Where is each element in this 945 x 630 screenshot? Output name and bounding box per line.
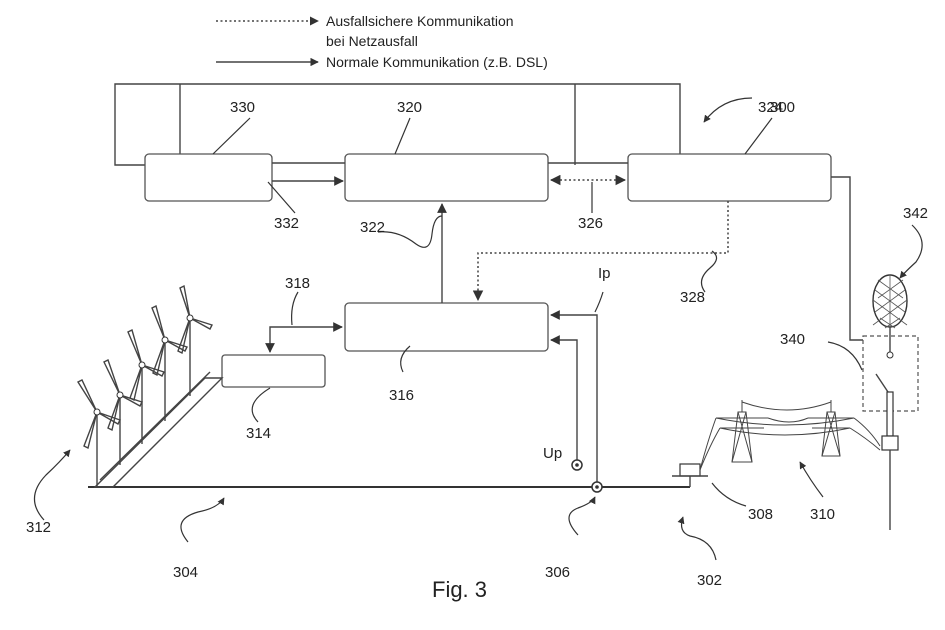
ref-302: 302 xyxy=(697,572,722,589)
ref-314: 314 xyxy=(246,425,271,442)
link-324-antenna xyxy=(831,177,863,340)
radio-mast-icon xyxy=(876,374,898,530)
wind-farm-collector-cable xyxy=(95,378,222,487)
ref-340: 340 xyxy=(780,331,805,348)
wind-turbine-icon xyxy=(78,380,120,487)
ref-310: 310 xyxy=(810,506,835,523)
ref-328: 328 xyxy=(680,289,705,306)
legend-solid-label: Normale Kommunikation (z.B. DSL) xyxy=(326,54,548,70)
ref-306: 306 xyxy=(545,564,570,581)
ref-312: 312 xyxy=(26,519,51,536)
legend-dotted-label-2: bei Netzausfall xyxy=(326,33,418,49)
box-330 xyxy=(145,154,272,201)
box-314 xyxy=(222,355,325,387)
box-320 xyxy=(345,154,548,201)
voltage-label: Up xyxy=(543,445,562,462)
ref-324: 324 xyxy=(758,99,783,116)
wind-turbine-icon xyxy=(104,360,142,465)
ref-304: 304 xyxy=(173,564,198,581)
link-318 xyxy=(270,327,342,352)
ref-318: 318 xyxy=(285,275,310,292)
substation-308 xyxy=(672,464,708,487)
transmission-tower-icon xyxy=(716,400,768,462)
antenna-icon xyxy=(873,275,907,358)
transmission-tower-icon xyxy=(808,400,854,456)
ref-308: 308 xyxy=(748,506,773,523)
power-lines xyxy=(700,402,880,470)
legend: Ausfallsichere Kommunikation bei Netzaus… xyxy=(216,13,548,70)
wind-turbine-icon xyxy=(128,330,164,444)
wind-turbine-icon xyxy=(152,306,187,421)
ref-316: 316 xyxy=(389,387,414,404)
ref-326: 326 xyxy=(578,215,603,232)
box-316 xyxy=(345,303,548,351)
figure-caption: Fig. 3 xyxy=(432,577,487,602)
voltage-measurement-line xyxy=(551,340,577,462)
wind-turbine-icon xyxy=(178,286,212,396)
system-frame-300 xyxy=(115,84,680,165)
box-324 xyxy=(628,154,831,201)
ref-332: 332 xyxy=(274,215,299,232)
wind-farm xyxy=(78,286,222,487)
ref-330: 330 xyxy=(230,99,255,116)
legend-dotted-label: Ausfallsichere Kommunikation xyxy=(326,13,514,29)
ref-322: 322 xyxy=(360,219,385,236)
ref-320: 320 xyxy=(397,99,422,116)
current-label: Ip xyxy=(598,265,611,282)
ref-342: 342 xyxy=(903,205,928,222)
